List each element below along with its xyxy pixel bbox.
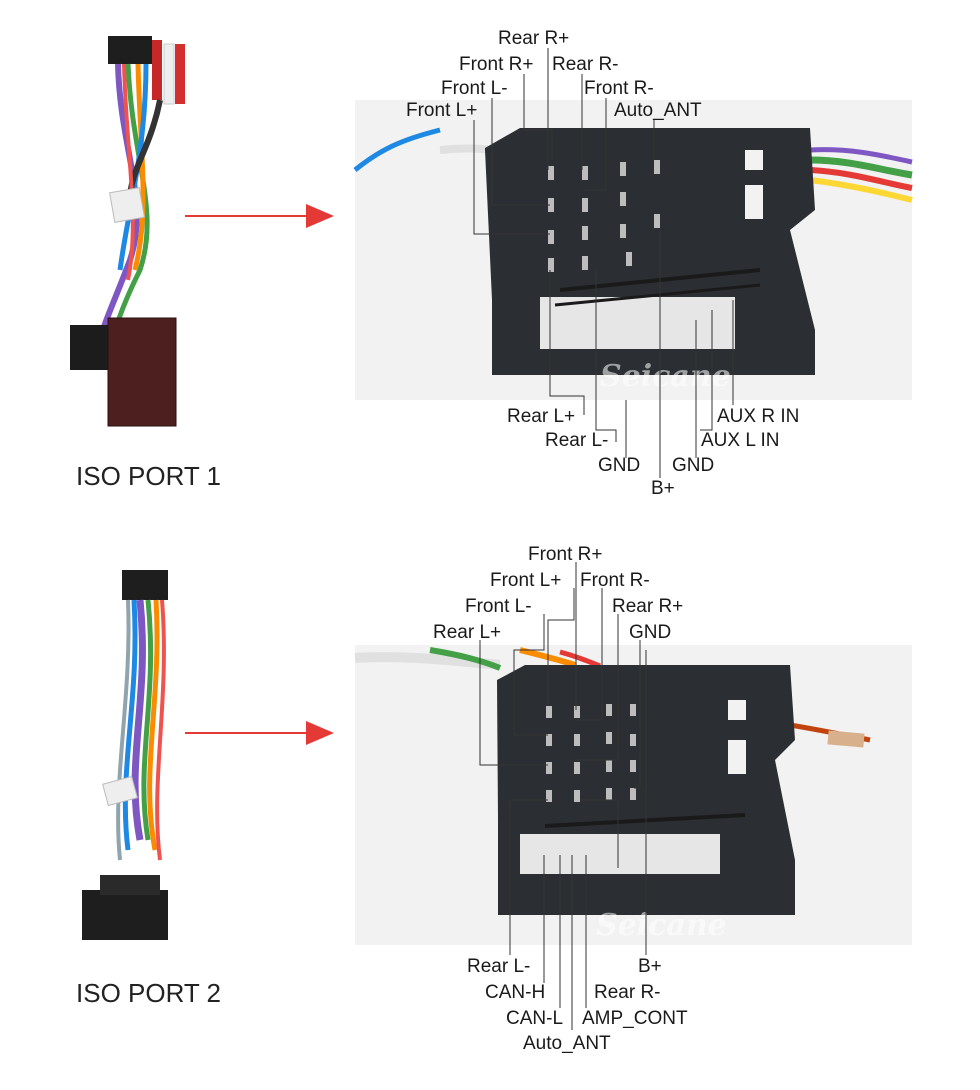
port-1-bottom-label: AUX R IN — [717, 406, 799, 427]
port-1-top-label: Rear R- — [552, 54, 619, 75]
port-2-bottom-label: CAN-H — [485, 982, 545, 1003]
port-1-title: ISO PORT 1 — [76, 461, 221, 491]
port-2-top-label: Front R- — [580, 570, 650, 591]
port-1-bottom-leaders — [549, 230, 734, 478]
port-1-top-label: Front L+ — [406, 100, 477, 121]
port-1-watermark: Seicane — [600, 359, 731, 394]
port-2-top-label: Rear L+ — [433, 622, 501, 643]
port-1-bottom-label: B+ — [651, 478, 675, 499]
port-2-bottom-label: CAN-L — [506, 1008, 563, 1029]
port-1-bottom-label: Rear L- — [545, 430, 608, 451]
port-2-labels: Front R+ Front L+ Front R- Front L- Rear… — [433, 544, 688, 1054]
port-1-top-leaders — [473, 48, 655, 235]
port-2-harness — [82, 570, 168, 940]
port-2-top-leaders — [479, 562, 641, 789]
port-2-watermark: Seicane — [596, 908, 727, 943]
port-1-top-label: Front L- — [441, 78, 508, 99]
port-1-top-label: Auto_ANT — [614, 100, 702, 121]
port-1-bottom-label: GND — [672, 455, 714, 476]
port-1-top-label: Front R- — [584, 78, 654, 99]
port-2-top-label: Front R+ — [528, 544, 602, 565]
port-1-connector: Seicane — [353, 100, 913, 400]
port-1-bottom-label: GND — [598, 455, 640, 476]
port-2-bottom-label: AMP_CONT — [582, 1008, 688, 1029]
port-2-bottom-label: Auto_ANT — [523, 1033, 611, 1054]
port-1-labels: Rear R+ Front R+ Rear R- Front L- Front … — [406, 28, 799, 499]
port-1-top-label: Rear R+ — [498, 28, 569, 49]
port-2-bottom-label: Rear L- — [467, 956, 530, 977]
port-1-harness — [70, 36, 185, 427]
port-2-bottom-leaders — [509, 650, 647, 1030]
port-2-bottom-label: B+ — [638, 956, 662, 977]
port-1-bottom-label: Rear L+ — [507, 406, 575, 427]
port-2-top-label: Rear R+ — [612, 596, 683, 617]
port-2-top-label: Front L+ — [490, 570, 561, 591]
port-2-top-label: Front L- — [465, 596, 532, 617]
port-1-top-label: Front R+ — [459, 54, 533, 75]
port-1-bottom-label: AUX L IN — [701, 430, 780, 451]
port-2-bottom-label: Rear R- — [594, 982, 661, 1003]
port-2-connector: Seicane — [354, 645, 912, 945]
port-2-title: ISO PORT 2 — [76, 978, 221, 1008]
port-2-top-label: GND — [629, 622, 671, 643]
